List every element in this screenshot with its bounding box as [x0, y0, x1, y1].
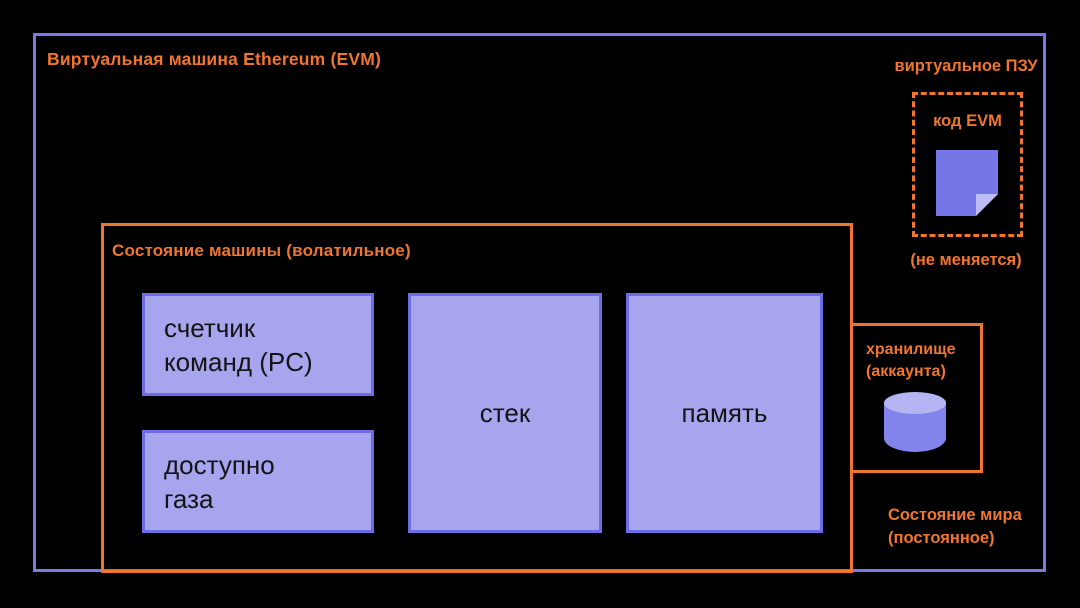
- memory-label: память: [681, 398, 768, 428]
- world-state-label: Состояние мира (постоянное): [888, 504, 1022, 550]
- evm-outer-box: Виртуальная машина Ethereum (EVM) Состоя…: [33, 33, 1046, 573]
- cylinder-top: [884, 392, 946, 414]
- storage-label-line2: (аккаунта): [866, 363, 946, 380]
- virtual-rom-box: код EVM: [912, 92, 1023, 237]
- machine-state-box: Состояние машины (волатильное) счетчик к…: [101, 223, 853, 573]
- note-icon-body: [936, 150, 998, 216]
- storage-label: хранилище (аккаунта): [866, 339, 980, 383]
- storage-label-line1: хранилище: [866, 341, 956, 358]
- note-icon-fold: [976, 194, 998, 216]
- memory-box: память: [626, 293, 823, 533]
- gas-available-label-line1: доступно: [164, 449, 275, 480]
- evm-code-label: код EVM: [933, 112, 1002, 130]
- gas-available-box: доступно газа: [142, 430, 374, 533]
- world-state-line1: Состояние мира: [888, 506, 1022, 524]
- note-icon: [936, 150, 998, 216]
- program-counter-label-line2: команд (PC): [164, 346, 313, 377]
- stack-label: стек: [479, 398, 531, 428]
- stack-box: стек: [408, 293, 602, 533]
- program-counter-box: счетчик команд (PC): [142, 293, 374, 396]
- gas-available-label-line2: газа: [164, 483, 214, 514]
- program-counter-label-line1: счетчик: [164, 312, 256, 343]
- machine-state-label: Состояние машины (волатильное): [112, 241, 411, 260]
- account-storage-box: хранилище (аккаунта): [850, 323, 983, 473]
- virtual-rom-label: виртуальное ПЗУ: [894, 57, 1038, 75]
- evm-title: Виртуальная машина Ethereum (EVM): [47, 49, 382, 69]
- rom-immutable-note: (не меняется): [910, 251, 1022, 269]
- database-cylinder-icon: [884, 392, 946, 452]
- world-state-line2: (постоянное): [888, 529, 995, 547]
